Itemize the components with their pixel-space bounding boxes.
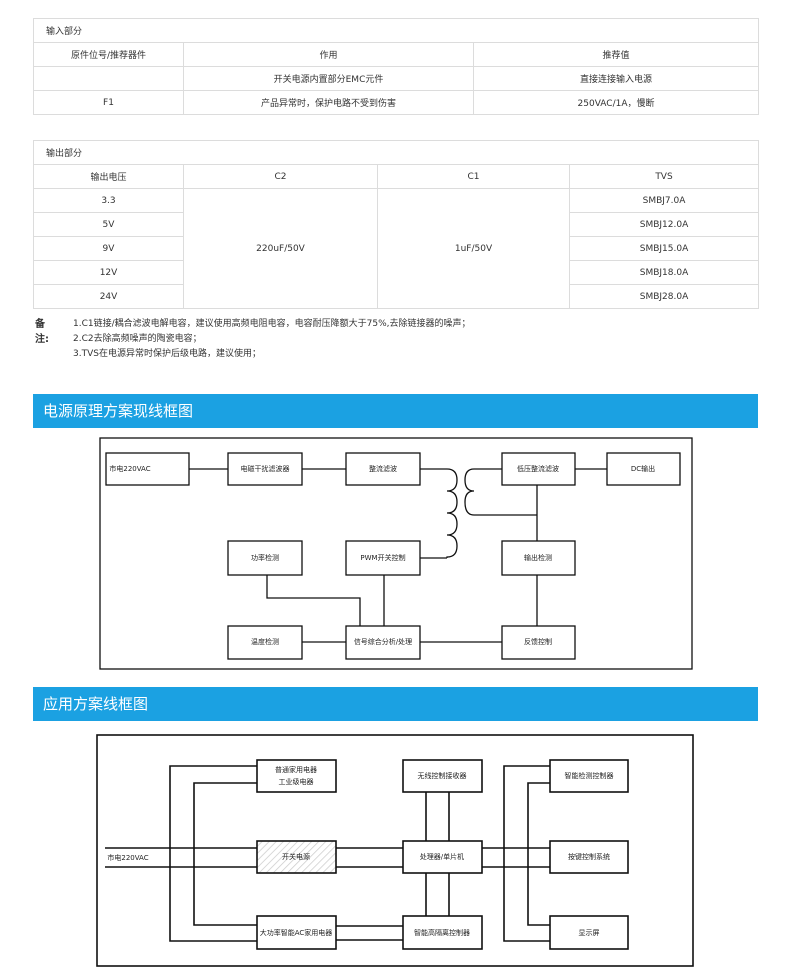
label: 智能检测控制器: [565, 771, 614, 780]
label: 处理器/单片机: [420, 852, 464, 861]
label: 电磁干扰滤波器: [241, 464, 290, 473]
block-isolation: [402, 915, 483, 950]
section-banner-application: 应用方案线框图: [33, 687, 758, 721]
output-table: 输出部分 输出电压 C2 C1 TVS 3.3 220uF/50V 1uF/50…: [32, 140, 760, 309]
table-row: 3.3 220uF/50V 1uF/50V SMBJ7.0A: [33, 188, 760, 309]
block-feedback: [501, 625, 576, 660]
connector-line: [189, 468, 447, 559]
block-mains: [105, 452, 190, 486]
header-cell: C2: [183, 164, 378, 189]
label: 大功率智能AC家用电器: [260, 928, 333, 937]
table-row: 5V SMBJ12.0A: [33, 212, 760, 237]
power-principle-diagram: [99, 437, 693, 670]
label: 低压整流滤波: [517, 464, 559, 473]
c1-cell: 1uF/50V: [377, 188, 570, 309]
label: 信号综合分析/处理: [354, 637, 412, 646]
connector-line: [169, 765, 403, 942]
block-smart-detect: [549, 759, 629, 793]
label: 普通家用电器: [275, 765, 317, 774]
cell: 直接连接输入电源: [472, 66, 760, 91]
notes-label: 备注:: [35, 319, 49, 345]
tvs-cell: SMBJ12.0A: [568, 212, 760, 237]
block-smps: [256, 840, 337, 874]
label: 反馈控制: [524, 637, 552, 646]
cell: 250VAC/1A，慢断: [472, 90, 760, 115]
block-dc-output: [606, 452, 681, 486]
section-banner-power-principle: 电源原理方案现线框图: [33, 394, 758, 428]
label: 市电220VAC: [107, 853, 148, 862]
label: 整流滤波: [369, 464, 397, 473]
block-rectifier: [345, 452, 421, 486]
block-lv-rectifier: [501, 452, 576, 486]
c2-cell: 220uF/50V: [183, 188, 378, 309]
table-row: 24V SMBJ28.0A: [33, 284, 760, 309]
table-title: 输出部分: [32, 140, 760, 165]
table-row: 12V SMBJ18.0A: [33, 260, 760, 285]
table-header: 输出电压 C2 C1 TVS: [33, 164, 760, 189]
header-cell: 输出电压: [33, 164, 184, 189]
label: 按键控制系统: [568, 852, 610, 861]
label: DC输出: [631, 464, 655, 473]
block-wireless: [402, 759, 483, 793]
label: 智能高隔离控制器: [414, 928, 470, 937]
note-item: 3.TVS在电源异常时保护后级电路，建议使用；: [73, 349, 261, 359]
label: 工业级电器: [279, 777, 314, 786]
label: 无线控制接收器: [418, 771, 467, 780]
diagram-frame: [96, 734, 694, 967]
note-item: 2.C2去除高频噪声的陶瓷电容；: [73, 334, 202, 344]
application-diagram: [96, 734, 694, 967]
diagram-frame: [99, 437, 693, 670]
label: 市电220VAC: [109, 464, 150, 473]
cell: F1: [33, 90, 184, 115]
voltage-cell: 5V: [33, 212, 184, 237]
cell: 开关电源内置部分EMC元件: [183, 66, 474, 91]
tvs-cell: SMBJ7.0A: [568, 188, 760, 213]
label: 输出检测: [524, 553, 552, 562]
transformer-secondary-coil: [464, 468, 537, 516]
input-table: 输入部分 原件位号/推荐器件 作用 推荐值 开关电源内置部分EMC元件 直接连接…: [32, 18, 760, 115]
block-keypad: [549, 840, 629, 874]
block-output-detect: [501, 540, 576, 576]
block-appliances: [256, 759, 337, 793]
note-item: 1.C1链接/耦合滤波电解电容，建议使用高频电阻电容，电容耐压降额大于75%,去…: [73, 319, 471, 329]
table-row: 开关电源内置部分EMC元件 直接连接输入电源: [33, 66, 760, 91]
cell: 产品异常时，保护电路不受到伤害: [183, 90, 474, 115]
table-row: F1 产品异常时，保护电路不受到伤害 250VAC/1A，慢断: [33, 90, 760, 115]
tvs-cell: SMBJ28.0A: [568, 284, 760, 309]
label: 功率检测: [251, 553, 279, 562]
block-emi-filter: [227, 452, 303, 486]
block-pwm: [345, 540, 421, 576]
block-temp-detect: [227, 625, 303, 660]
label: PWM开关控制: [360, 553, 405, 562]
label: 温度检测: [251, 637, 279, 646]
block-mcu: [402, 840, 483, 874]
block-high-power: [256, 915, 337, 950]
voltage-cell: 12V: [33, 260, 184, 285]
voltage-cell: 9V: [33, 236, 184, 261]
connector-line: [503, 765, 550, 942]
label: 开关电源: [282, 852, 310, 861]
block-power-detect: [227, 540, 303, 576]
block-display: [549, 915, 629, 950]
connector-line: [425, 792, 450, 916]
block-signal: [345, 625, 421, 660]
label: 显示屏: [579, 929, 600, 937]
transformer-primary-coil: [446, 468, 458, 558]
connector-line: [266, 468, 607, 643]
connector-line: [105, 847, 550, 868]
voltage-cell: 24V: [33, 284, 184, 309]
header-cell: TVS: [568, 164, 760, 189]
